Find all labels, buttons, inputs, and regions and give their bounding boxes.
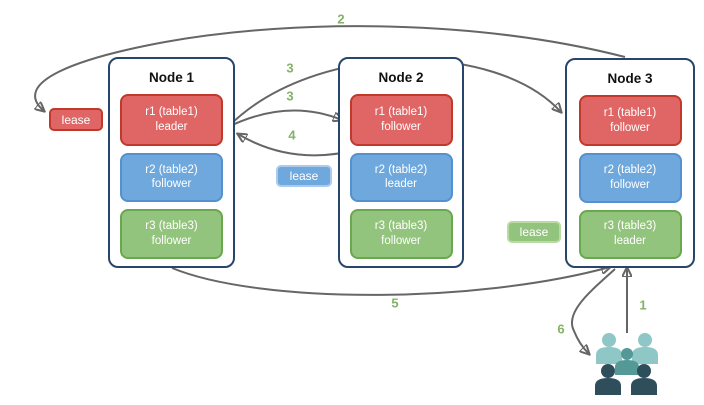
replica-role: follower: [610, 121, 650, 134]
replica-name: r3 (table3): [603, 220, 657, 233]
replica-role: follower: [151, 178, 192, 191]
replica-role: leader: [614, 235, 646, 248]
person-middle-icon: [615, 348, 639, 375]
replica-name: r2 (table2): [603, 164, 657, 177]
node-3-title: Node 3: [607, 71, 653, 86]
step-label-5: 5: [391, 295, 399, 311]
replica-name: r2 (table2): [374, 163, 428, 176]
node-2-title: Node 2: [378, 70, 424, 85]
person-front-right-icon: [631, 364, 657, 395]
step-label-2: 2: [337, 11, 345, 27]
replica-name: r1 (table1): [603, 106, 657, 119]
replica-role: follower: [381, 120, 421, 133]
node-2-replica-r1: r1 (table1) follower: [349, 94, 453, 146]
node-3-replica-r2: r2 (table2) follower: [578, 153, 682, 203]
node-2-replica-r3: r3 (table3) follower: [349, 209, 453, 259]
arrow-step-5-forward-to-node3: [171, 267, 610, 296]
step-label-1: 1: [639, 297, 647, 313]
replica-name: r3 (table3): [145, 220, 198, 233]
arrow-step-3-replicate-to-node2: [227, 109, 342, 128]
node-1: Node 1 r1 (table1) leader r2 (table2) fo…: [108, 57, 235, 268]
node-3-replica-r1: r1 (table1) follower: [578, 95, 682, 147]
lease-label-table1: lease: [49, 108, 103, 131]
node-2-replica-r2: r2 (table2) leader: [349, 152, 453, 203]
lease-label-table3: lease: [507, 221, 561, 243]
step-label-4: 4: [288, 127, 296, 143]
node-1-title: Node 1: [148, 70, 194, 85]
step-label-3b: 3: [286, 88, 294, 104]
replica-role: follower: [151, 235, 192, 248]
node-3: Node 3 r1 (table1) follower r2 (table2) …: [565, 58, 695, 268]
node-1-replica-r3: r3 (table3) follower: [120, 209, 223, 259]
users-group-icon: [595, 333, 658, 395]
replica-role: leader: [385, 178, 417, 191]
node-1-replica-r1: r1 (table1) leader: [120, 94, 223, 146]
person-back-right-icon: [632, 333, 658, 364]
step-label-3a: 3: [286, 60, 294, 76]
replica-role: follower: [610, 178, 650, 191]
replica-name: r2 (table2): [145, 163, 198, 176]
node-2: Node 2 r1 (table1) follower r2 (table2) …: [338, 57, 464, 268]
replica-name: r1 (table1): [145, 105, 198, 118]
person-front-left-icon: [595, 364, 621, 395]
replica-name: r1 (table1): [374, 105, 428, 118]
person-back-left-icon: [596, 333, 622, 364]
node-1-replica-r2: r2 (table2) follower: [120, 152, 223, 203]
step-label-6: 6: [557, 321, 565, 337]
replica-role: follower: [381, 235, 421, 248]
replica-role: leader: [155, 120, 188, 133]
lease-label-table2: lease: [276, 165, 332, 187]
replica-name: r3 (table3): [374, 220, 428, 233]
node-3-replica-r3: r3 (table3) leader: [578, 209, 682, 259]
